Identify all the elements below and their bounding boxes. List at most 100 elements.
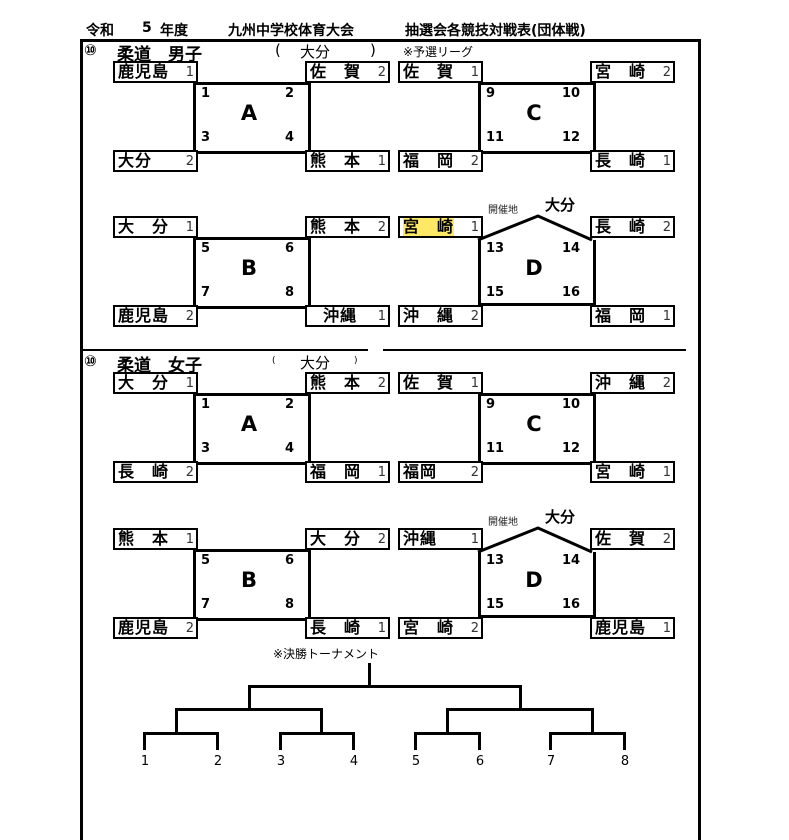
team-seed: 1: [377, 620, 386, 636]
match-slot-number: 7: [201, 597, 211, 612]
team-name: 福岡: [403, 462, 438, 481]
team-seed: 1: [185, 531, 194, 547]
match-slot-number: 12: [562, 441, 581, 456]
team-seed: 1: [185, 375, 194, 391]
final-tournament-label: ※決勝トーナメント: [273, 647, 380, 661]
host-roof-line: [477, 526, 593, 554]
team-name: 鹿児島: [118, 62, 170, 81]
pool-letter: D: [525, 256, 543, 280]
frame-right-border: [698, 39, 701, 840]
team-name: 宮 崎: [595, 462, 647, 481]
pool-square: [193, 549, 311, 621]
match-slot-number: 2: [285, 86, 295, 101]
section-title: 柔道 男子: [117, 45, 202, 65]
match-slot-number: 12: [562, 130, 581, 145]
team-seed: 1: [377, 153, 386, 169]
bracket-line: [591, 708, 594, 734]
team-seed: 1: [662, 620, 671, 636]
match-slot-number: 14: [562, 241, 581, 256]
match-slot-number: 3: [201, 130, 211, 145]
team-box: 福 岡 1: [305, 461, 390, 483]
bracket-line: [279, 732, 282, 750]
team-name: 沖 縄: [595, 373, 647, 392]
team-name: 佐 賀: [595, 529, 647, 548]
host-roof-line: [477, 214, 593, 242]
match-slot-number: 1: [201, 397, 211, 412]
header-year-suffix: 年度: [160, 23, 188, 39]
bracket-line: [279, 732, 354, 735]
team-seed: 2: [470, 153, 479, 169]
bracket-line: [519, 685, 522, 710]
team-seed: 2: [377, 531, 386, 547]
bracket-line: [143, 732, 146, 750]
match-slot-number: 4: [285, 130, 295, 145]
team-name: 鹿児島: [118, 306, 170, 325]
frame-left-border: [80, 39, 83, 840]
pool-letter: C: [526, 412, 542, 436]
match-slot-number: 3: [201, 441, 211, 456]
team-name: 熊 本: [310, 373, 362, 392]
bracket-line: [623, 732, 626, 750]
pool-square: [478, 240, 596, 306]
team-seed: 1: [185, 64, 194, 80]
team-seed: 2: [470, 620, 479, 636]
team-name: 長 崎: [310, 618, 362, 637]
host-label: 開催地: [488, 205, 518, 216]
venue-close-paren: ): [370, 41, 376, 59]
team-name: 鹿児島: [118, 618, 170, 637]
team-seed: 1: [470, 64, 479, 80]
match-slot-number: 13: [486, 241, 505, 256]
venue-close-paren: ): [354, 356, 358, 366]
bracket-line: [216, 732, 219, 750]
team-seed: 2: [377, 375, 386, 391]
team-name: 長 崎: [595, 217, 647, 236]
team-seed: 1: [662, 308, 671, 324]
bracket-line: [549, 732, 552, 750]
bracket-line: [414, 732, 480, 735]
bracket-line: [143, 732, 218, 735]
team-name: 熊 本: [310, 217, 362, 236]
team-box: 鹿児島 1: [113, 61, 198, 83]
match-slot-number: 14: [562, 553, 581, 568]
bracket-slot-number: 6: [475, 754, 485, 769]
bracket-slot-number: 1: [140, 754, 150, 769]
pool-letter: B: [240, 256, 257, 280]
bracket-slot-number: 4: [349, 754, 359, 769]
match-slot-number: 15: [486, 597, 505, 612]
prelim-league-note: ※予選リーグ: [403, 45, 474, 59]
team-name: 福 岡: [310, 462, 362, 481]
bracket-line: [320, 708, 323, 734]
header-year: 5: [142, 20, 152, 36]
team-seed: 1: [470, 219, 479, 235]
section-number: ⑩: [84, 41, 97, 59]
bracket-line: [414, 732, 417, 750]
match-slot-number: 5: [201, 241, 211, 256]
host-city: 大分: [545, 508, 576, 526]
venue-name: 大分: [300, 43, 331, 61]
team-name: 福 岡: [595, 306, 647, 325]
match-slot-number: 6: [285, 241, 295, 256]
venue-open-paren: (: [272, 356, 276, 366]
team-name: 佐 賀: [403, 373, 455, 392]
team-seed: 2: [662, 375, 671, 391]
match-slot-number: 16: [562, 285, 581, 300]
team-name: 熊 本: [310, 151, 362, 170]
match-slot-number: 16: [562, 597, 581, 612]
section-divider: [82, 349, 368, 351]
team-seed: 1: [377, 464, 386, 480]
